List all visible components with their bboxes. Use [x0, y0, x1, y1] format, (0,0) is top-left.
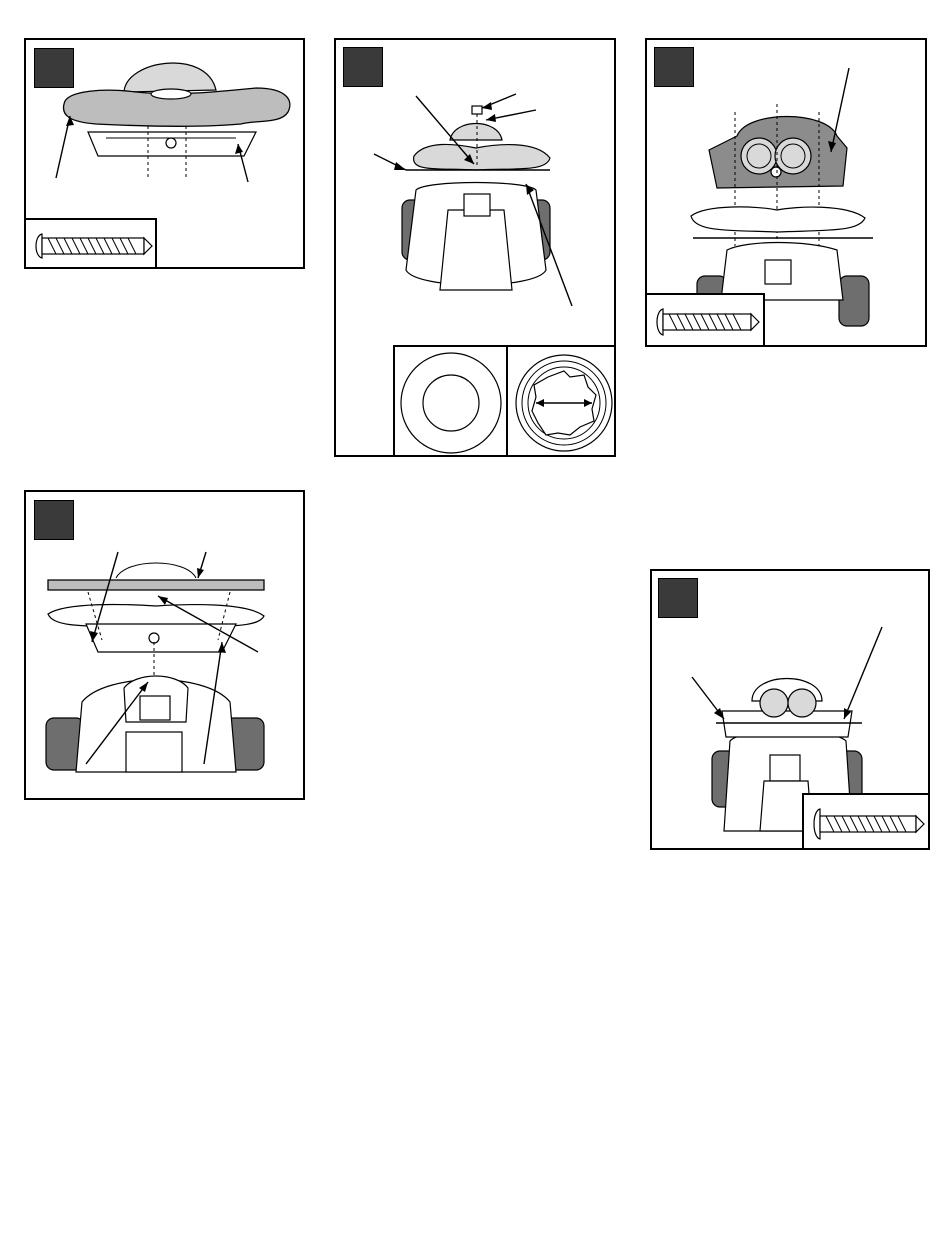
screw-inset: [24, 218, 157, 269]
cap-icon: [395, 347, 510, 457]
step-panel-5: [650, 569, 930, 850]
retainer-inset: [506, 345, 616, 457]
step-panel-1: [24, 38, 305, 269]
retainer-icon: [508, 347, 616, 457]
step-panel-3: [645, 38, 927, 347]
cap-inset: [393, 345, 508, 457]
screw-icon: [647, 295, 767, 347]
step-panel-2: [334, 38, 616, 457]
step-panel-4: [24, 490, 305, 800]
screw-inset: [802, 793, 930, 850]
screw-icon: [26, 220, 159, 269]
handlebar-install-illustration: [26, 492, 305, 800]
screw-icon: [804, 795, 930, 850]
screw-inset: [645, 293, 765, 347]
